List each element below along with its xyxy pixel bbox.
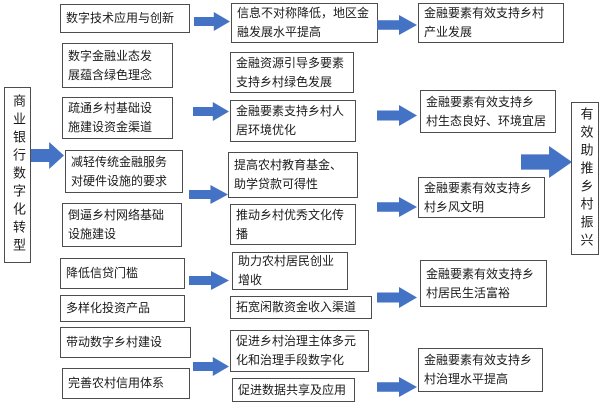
node-label: 提高农村教育基金、 助学贷款可得性 [234, 158, 343, 191]
arrow-right-icon [193, 102, 229, 121]
arrow-right-icon [377, 377, 417, 397]
node-driver-7: 多样化投资产品 [60, 295, 185, 322]
arrow-right-icon [194, 12, 230, 31]
node-effect-4: 提高农村教育基金、 助学贷款可得性 [228, 152, 358, 198]
node-label: 多样化投资产品 [66, 301, 151, 316]
arrow-right-icon [377, 287, 417, 308]
node-driver-5: 倒逼乡村网络基础 设施建设 [62, 203, 182, 247]
node-source-commercial-bank-digital-transformation: 商业银行数字化转型 [4, 87, 31, 263]
node-outcome-5: 金融要素有效支持乡 村治理水平提高 [418, 348, 543, 392]
node-label: 促进数据共享及应用 [238, 382, 347, 397]
node-outcome-2: 金融要素有效支持乡 村生态良好、环境宜居 [420, 90, 556, 133]
arrow-right-icon [189, 185, 228, 204]
node-outcome-4: 金融要素有效支持乡 村居民生活富裕 [420, 260, 547, 307]
node-effect-6: 助力农村居民创业 增收 [232, 252, 348, 290]
node-label: 金融要素有效支持乡村 产业发展 [424, 6, 545, 39]
node-driver-8: 带动数字乡村建设 [60, 327, 191, 358]
node-label: 疏通乡村基础设 施建设资金渠道 [68, 101, 153, 134]
node-label: 带动数字乡村建设 [66, 335, 163, 350]
node-label: 金融资源引导多要素 支持乡村绿色发展 [236, 55, 345, 89]
node-label: 金融要素有效支持乡 村乡风文明 [424, 180, 533, 214]
node-label: 数字金融业态发 展蕴含绿色理念 [68, 48, 153, 82]
arrow-right-icon [377, 15, 417, 35]
node-label: 信息不对称降低，地区金 融发展水平提高 [237, 6, 370, 39]
node-label: 完善农村信用体系 [68, 376, 165, 391]
arrow-right-icon [377, 105, 417, 126]
node-label: 金融要素支持乡村人 居环境优化 [236, 104, 345, 137]
node-effect-5: 推动乡村优秀文化传 播 [230, 204, 356, 245]
arrow-right-icon [521, 146, 572, 178]
node-label: 拓宽闲散资金收入渠道 [236, 300, 357, 315]
node-driver-9: 完善农村信用体系 [62, 368, 190, 399]
node-effect-7: 拓宽闲散资金收入渠道 [230, 296, 372, 319]
node-sink-rural-revitalization: 有效助推乡村振兴 [571, 102, 599, 255]
node-label: 降低信贷门槛 [66, 266, 139, 281]
node-label: 促进乡村治理主体多元 化和治理手段数字化 [236, 334, 357, 367]
node-effect-2: 金融资源引导多要素 支持乡村绿色发展 [230, 52, 354, 93]
node-label: 金融要素有效支持乡 村生态良好、环境宜居 [426, 94, 547, 128]
node-label: 数字技术应用与创新 [66, 11, 175, 26]
arrow-right-icon [31, 142, 64, 169]
node-label: 助力农村居民创业 增收 [238, 254, 335, 287]
arrow-right-icon [377, 197, 417, 217]
node-driver-2: 数字金融业态发 展蕴含绿色理念 [62, 43, 173, 88]
node-label: 有效助推乡村振兴 [577, 106, 593, 251]
node-outcome-1: 金融要素有效支持乡村 产业发展 [418, 3, 564, 43]
node-label: 商业银行数字化转型 [10, 94, 25, 256]
node-label: 金融要素有效支持乡 村居民生活富裕 [426, 266, 535, 300]
node-label: 金融要素有效支持乡 村治理水平提高 [424, 353, 533, 386]
node-effect-9: 促进数据共享及应用 [232, 378, 355, 402]
node-label: 倒逼乡村网络基础 设施建设 [68, 208, 165, 241]
node-driver-6: 降低信贷门槛 [60, 258, 185, 289]
node-driver-1: 数字技术应用与创新 [60, 4, 190, 33]
node-outcome-3: 金融要素有效支持乡 村乡风文明 [418, 177, 545, 218]
node-label: 减轻传统金融服务 对硬件设施的要求 [71, 154, 168, 188]
node-driver-3: 疏通乡村基础设 施建设资金渠道 [62, 97, 173, 139]
arrow-right-icon [193, 357, 229, 376]
node-driver-4: 减轻传统金融服务 对硬件设施的要求 [65, 150, 183, 193]
node-effect-1: 信息不对称降低，地区金 融发展水平提高 [231, 3, 378, 43]
node-label: 推动乡村优秀文化传 播 [236, 207, 345, 241]
arrow-right-icon [189, 271, 229, 290]
node-effect-8: 促进乡村治理主体多元 化和治理手段数字化 [230, 330, 369, 372]
node-effect-3: 金融要素支持乡村人 居环境优化 [230, 100, 356, 142]
